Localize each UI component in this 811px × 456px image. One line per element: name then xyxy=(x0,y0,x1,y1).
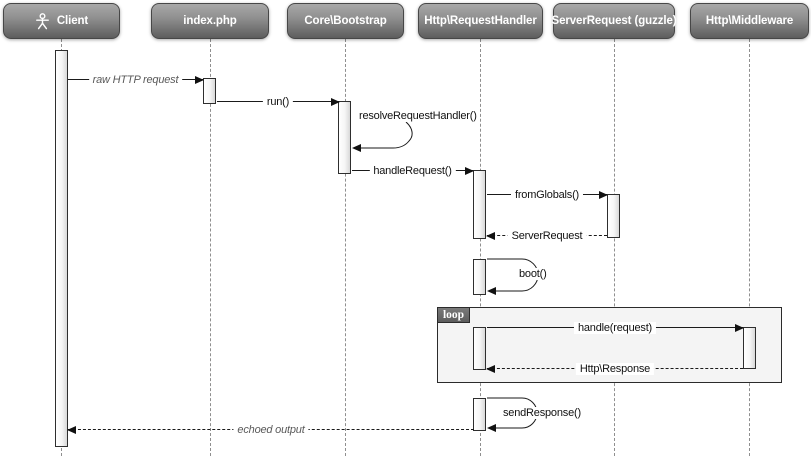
arrowhead-icon xyxy=(486,364,495,373)
participant-http-middleware: Http\Middleware xyxy=(690,3,809,39)
message-label: Http\Response xyxy=(575,363,655,375)
activation-requesthandler-send xyxy=(473,398,486,431)
message-label: fromGlobals() xyxy=(510,189,584,201)
self-call-arrow-icon xyxy=(352,121,413,152)
participant-label: Http\RequestHandler xyxy=(424,15,537,27)
activation-serverrequest xyxy=(607,194,620,238)
participant-core-bootstrap: Core\Bootstrap xyxy=(287,3,404,39)
message-boot-label: boot() xyxy=(516,268,550,280)
arrowhead-icon xyxy=(195,75,204,84)
loop-fragment-label: loop xyxy=(442,309,465,321)
message-serverrequest-return: ServerRequest xyxy=(486,230,607,242)
participant-http-requesthandler: Http\RequestHandler xyxy=(418,3,543,39)
activation-requesthandler-boot xyxy=(473,259,486,295)
lifeline-http-requesthandler xyxy=(479,39,481,456)
arrowhead-icon xyxy=(735,323,744,332)
message-from-globals: fromGlobals() xyxy=(487,189,608,201)
message-raw-http-request: raw HTTP request xyxy=(68,74,204,86)
participant-index-php: index.php xyxy=(151,3,269,39)
message-label: run() xyxy=(262,96,294,108)
arrowhead-icon xyxy=(465,166,474,175)
activation-middleware xyxy=(743,327,756,369)
arrowhead-icon xyxy=(487,424,496,432)
activation-requesthandler-loop xyxy=(473,327,486,370)
message-label: raw HTTP request xyxy=(88,74,183,86)
actor-icon xyxy=(35,12,49,29)
loop-fragment-operator-tab: loop xyxy=(437,307,470,323)
participant-label: Core\Bootstrap xyxy=(304,15,387,27)
participant-client: Client xyxy=(3,3,120,39)
message-run: run() xyxy=(217,96,340,108)
arrowhead-icon xyxy=(599,190,608,199)
message-handle-request-loop: handle(request) xyxy=(487,322,744,334)
participant-serverrequest-guzzle: ServerRequest (guzzle) xyxy=(551,3,677,39)
participant-label: Client xyxy=(56,15,89,27)
message-label: handle(request) xyxy=(573,322,657,334)
participant-label: Http\Middleware xyxy=(705,15,794,27)
arrowhead-icon xyxy=(331,97,340,106)
lifeline-core-bootstrap xyxy=(344,39,346,456)
arrowhead-icon xyxy=(67,425,76,434)
activation-core-bootstrap xyxy=(338,101,351,174)
activation-requesthandler-1 xyxy=(473,170,486,239)
participant-label: ServerRequest (guzzle) xyxy=(551,15,677,27)
participant-label: index.php xyxy=(183,15,237,27)
activation-index-php xyxy=(203,78,216,104)
arrowhead-icon xyxy=(487,287,496,295)
message-send-response-label: sendResponse() xyxy=(500,407,584,419)
activation-client xyxy=(55,50,68,447)
message-label: ServerRequest xyxy=(507,230,587,242)
message-resolve-request-handler-label: resolveRequestHandler() xyxy=(356,110,480,122)
arrowhead-icon xyxy=(486,231,495,240)
message-echoed-output: echoed output xyxy=(67,424,474,436)
message-http-response-return: Http\Response xyxy=(486,363,743,375)
lifeline-index-php xyxy=(209,39,211,456)
message-handle-request: handleRequest() xyxy=(352,165,474,177)
lifeline-http-middleware xyxy=(749,39,750,456)
lifeline-serverrequest xyxy=(613,39,615,456)
message-label: echoed output xyxy=(233,424,309,436)
message-label: handleRequest() xyxy=(369,165,456,177)
arrowhead-icon xyxy=(352,144,361,152)
